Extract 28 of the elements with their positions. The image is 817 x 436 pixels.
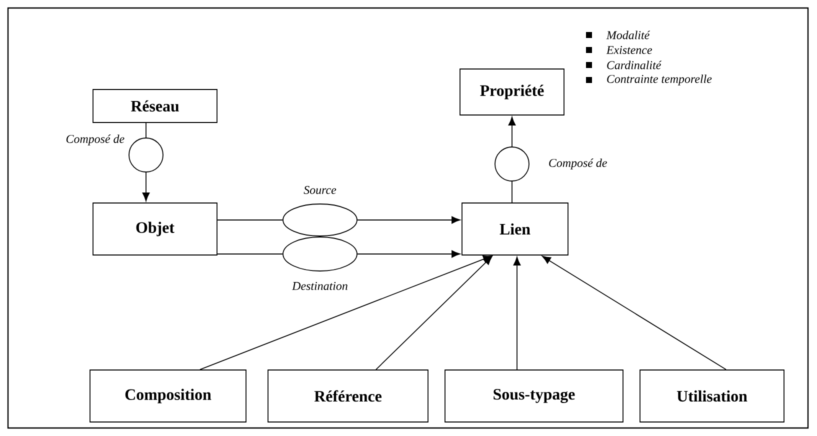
relationship-ellipse [282,236,358,272]
relationship-circle [494,146,530,182]
arrow [542,256,726,370]
relation-label: Destination [292,282,348,290]
concept-box: Lien [462,202,568,256]
list-item: Cardinalité [586,60,662,70]
list-item: Contrainte temporelle [586,74,712,86]
arrow [513,256,521,370]
arrow [200,255,492,370]
concept-box: Sous-typage [444,370,624,422]
arrow [357,250,460,258]
concept-box: Composition [90,370,246,422]
relation-label: Source [304,186,336,194]
concept-box: Utilisation [640,370,784,422]
arrow [357,216,460,224]
concept-box: Réseau [92,89,218,123]
concept-box: Propriété [460,68,564,116]
concept-box: Référence [268,370,428,422]
relation-label: Composé de [549,158,607,170]
arrow [376,256,492,370]
list-item: Modalité [586,30,650,40]
relationship-circle [128,138,164,172]
relation-label: Composé de [66,134,124,146]
arrow [142,172,150,202]
concept-box: Objet [92,202,218,256]
relationship-ellipse [282,204,358,236]
list-item: Existence [586,46,652,54]
arrow [508,116,516,147]
